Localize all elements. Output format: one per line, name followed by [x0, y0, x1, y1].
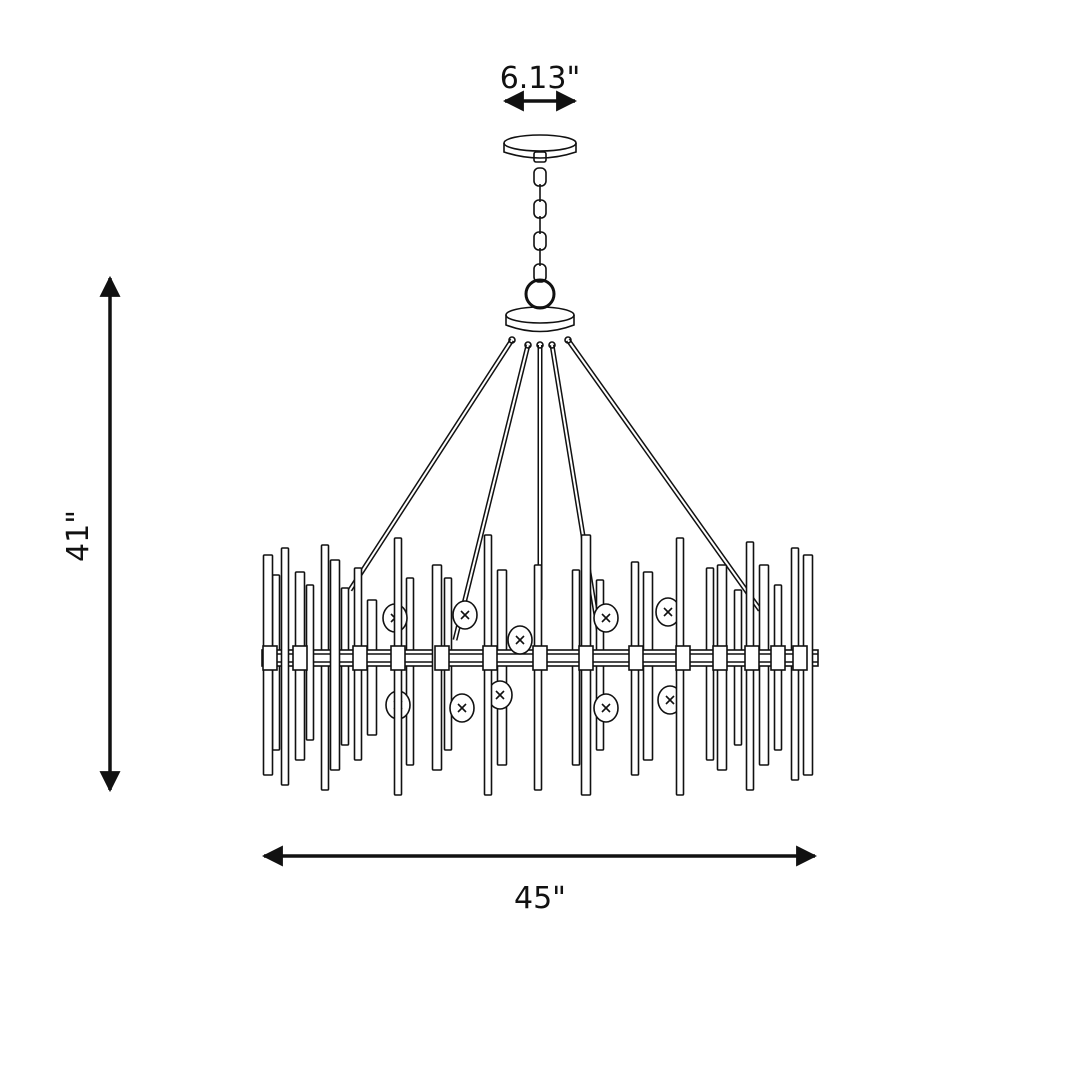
rod-sleeve: [770, 645, 786, 671]
bulb: [593, 693, 619, 723]
hanging-chain: [533, 167, 547, 283]
bulb: [507, 625, 533, 655]
decorative-rod: [320, 544, 330, 791]
bulb: [452, 600, 478, 630]
rod-sleeve: [352, 645, 368, 671]
rod-hook: [524, 341, 532, 349]
decorative-rod: [533, 564, 543, 791]
canopy-width-label: 6.13": [500, 61, 581, 96]
support-rod-highlight: [454, 344, 529, 641]
bulb-filament: [495, 690, 505, 700]
bulb-filament: [457, 703, 467, 713]
chain-link: [533, 263, 547, 283]
canopy-width-dimension: 6.13": [500, 61, 581, 112]
rod-sleeve: [262, 645, 278, 671]
decorative-rod: [405, 577, 415, 766]
support-rod-highlight: [567, 339, 761, 611]
bulb-filament: [665, 695, 675, 705]
bulb-filament: [601, 703, 611, 713]
width-label: 45": [514, 881, 566, 916]
rod-hook: [536, 341, 544, 349]
decorative-rod: [733, 589, 743, 746]
rod-sleeve: [578, 645, 594, 671]
ceiling-canopy: [503, 134, 577, 163]
support-rods: [347, 336, 763, 641]
rod-sleeve: [482, 645, 498, 671]
height-dimension: 41": [61, 275, 121, 793]
bulb: [449, 693, 475, 723]
rod-sleeve: [390, 645, 406, 671]
rod-sleeve: [712, 645, 728, 671]
bulb-filament: [601, 613, 611, 623]
decorative-rod: [366, 599, 378, 736]
decorative-rod: [280, 547, 290, 786]
hub: [505, 278, 575, 333]
chandelier-illustration: [261, 134, 819, 796]
rod-hook: [508, 336, 516, 344]
chain-link: [533, 167, 547, 187]
bulb-filament: [515, 635, 525, 645]
decorative-rod: [329, 559, 341, 771]
support-rod-highlight: [551, 344, 601, 641]
bulb-filament: [663, 607, 673, 617]
width-dimension: 45": [261, 845, 818, 916]
bulb-filament: [460, 610, 470, 620]
front-decorative-rods: [262, 534, 814, 796]
rod-hook: [548, 341, 556, 349]
height-label: 41": [61, 510, 96, 562]
chain-link: [533, 231, 547, 251]
rod-sleeve: [628, 645, 644, 671]
bulb: [593, 603, 619, 633]
support-rod-highlight: [349, 339, 513, 591]
decorative-rod: [496, 569, 508, 766]
rod-sleeve: [532, 645, 548, 671]
rod-sleeve: [675, 645, 691, 671]
rod-hook: [564, 336, 572, 344]
chain-link: [533, 199, 547, 219]
rod-sleeve: [292, 645, 308, 671]
bulb: [487, 680, 513, 710]
rod-sleeve: [434, 645, 450, 671]
rod-sleeve: [744, 645, 760, 671]
rod-sleeve: [792, 645, 808, 671]
